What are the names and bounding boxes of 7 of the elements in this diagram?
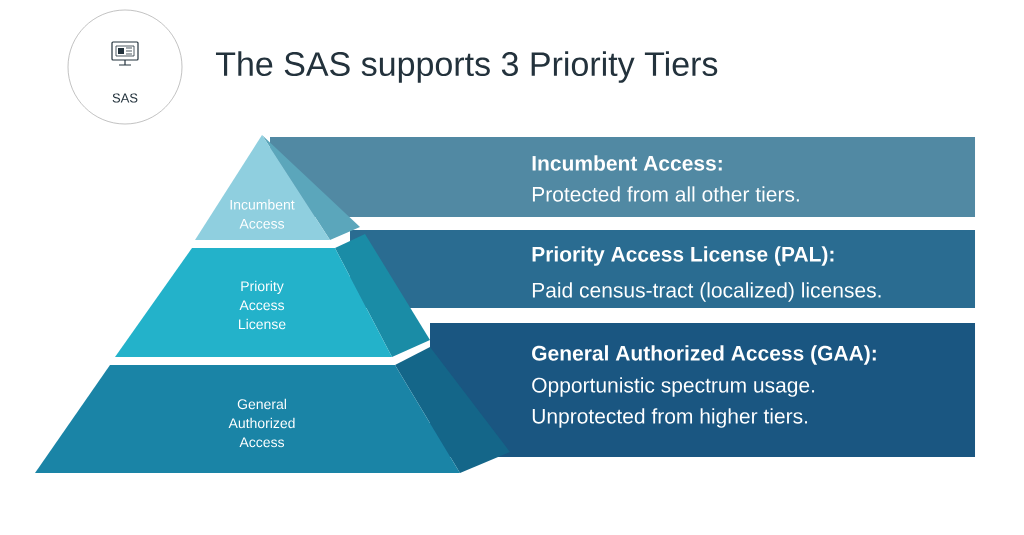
circle-badge: SAS	[67, 9, 183, 125]
title: The SAS supports 3 Priority Tiers	[215, 51, 718, 83]
pyramid-tier: Priority Access License	[115, 234, 430, 357]
tier-band: Priority Access License (PAL): Paid census-tract (localized) licenses.	[350, 230, 975, 308]
pyramid-tier: General Authorized Access	[35, 347, 510, 473]
tier-band: General Authorized Access (GAA): Opportunistic spectrum usage. Unprotected from higher tiers.	[430, 323, 975, 457]
pyramid-tier: Incumbent Access	[195, 135, 360, 240]
